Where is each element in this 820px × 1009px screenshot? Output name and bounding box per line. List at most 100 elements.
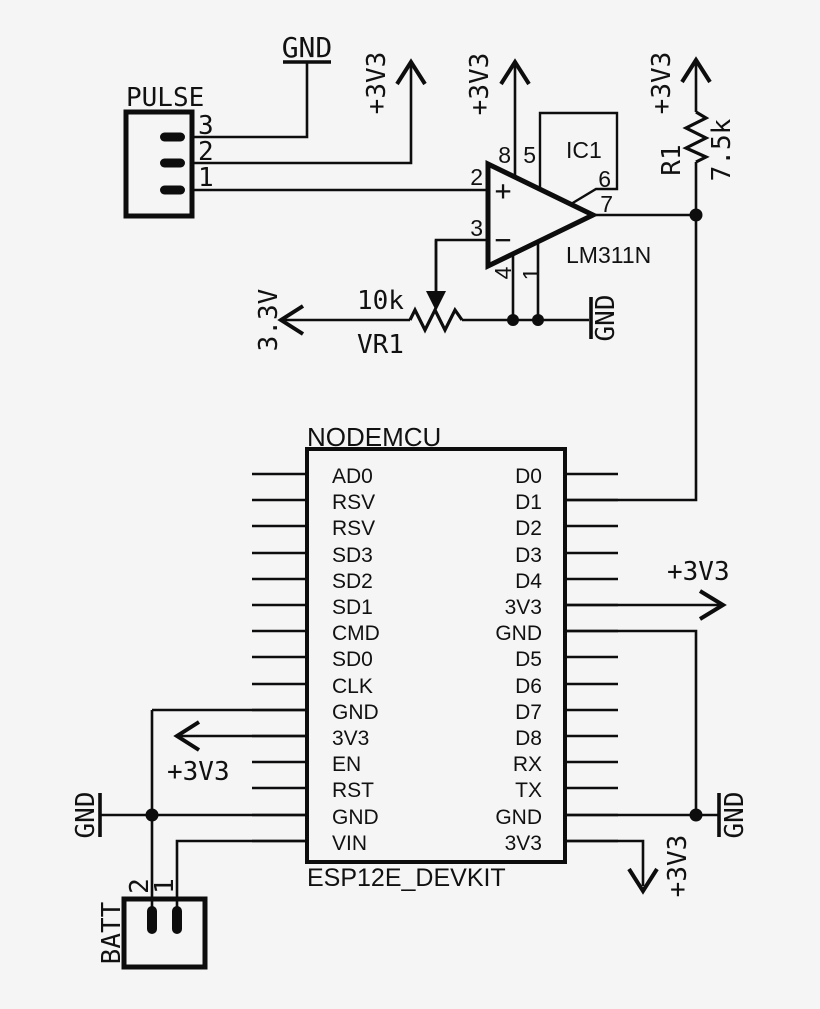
pin-label-d1: D1 — [515, 491, 542, 514]
nodemcu-subtitle: ESP12E_DEVKIT — [307, 864, 506, 892]
v33-label-pot: 3.3V — [254, 289, 284, 352]
batt-connector: BATT 2 1 — [97, 878, 208, 970]
opamp-pin2-number: 2 — [470, 164, 483, 190]
pin-label-cmd: CMD — [332, 622, 380, 645]
p3v3-label-left: +3V3 — [167, 757, 230, 787]
junction-gnd-right — [689, 808, 703, 822]
p3v3-arrow-opamp — [499, 58, 531, 86]
p3v3-label-right: +3V3 — [667, 557, 730, 587]
gnd-mid-label: GND — [591, 295, 621, 342]
p3v3-arrow-pulse — [395, 58, 427, 86]
pin-label-rsv2: RSV — [332, 517, 375, 540]
pin-label-sd2: SD2 — [332, 570, 373, 593]
opamp-minus-sign: − — [495, 223, 512, 256]
wires — [100, 62, 719, 908]
pin-label-d4: D4 — [515, 570, 542, 593]
potentiometer-vr1: 10k VR1 — [357, 240, 464, 360]
p3v3-arrow-r1 — [680, 56, 712, 84]
wire-pulse2-3v3 — [192, 64, 413, 165]
pulse-pad-2 — [160, 158, 185, 168]
opamp-pin6-number: 6 — [598, 166, 611, 192]
batt-pin2-number: 2 — [125, 878, 155, 894]
p3v3-label-pulse: +3V3 — [362, 52, 392, 115]
pulse-pin2-number: 2 — [198, 137, 214, 167]
pin-label-d6: D6 — [515, 675, 542, 698]
gnd-right-label: GND — [720, 792, 750, 839]
pin-label-d2: D2 — [515, 517, 542, 540]
pulse-pad-3 — [160, 132, 185, 142]
r1-zigzag — [682, 110, 710, 164]
pin-label-3v3-right2: 3V3 — [505, 832, 542, 855]
pin-label-d0: D0 — [515, 465, 542, 488]
p3v3-label-down: +3V3 — [663, 835, 693, 898]
pin-label-gnd-left2: GND — [332, 806, 379, 829]
opamp-pin5-number: 5 — [523, 142, 536, 168]
junction-gnd-left — [145, 808, 159, 822]
batt-pad-1 — [172, 906, 182, 934]
r1-ref-label: R1 — [657, 144, 687, 175]
vr1-ref-label: VR1 — [357, 330, 404, 360]
pulse-label: PULSE — [126, 83, 204, 113]
pin-label-sd3: SD3 — [332, 544, 373, 567]
p3v3-arrow-right — [698, 589, 727, 621]
vr1-wiper-arrow — [426, 291, 446, 311]
pin-label-en: EN — [332, 753, 361, 776]
opamp-plus-sign: + — [495, 174, 512, 207]
pin-label-d7: D7 — [515, 701, 542, 724]
nodemcu-left-pin-stubs — [252, 472, 307, 843]
pulse-pin1-number: 1 — [198, 163, 214, 193]
vr1-value-label: 10k — [357, 286, 404, 316]
junction-output — [689, 208, 703, 222]
pin-label-d5: D5 — [515, 648, 542, 671]
pin-label-sd0: SD0 — [332, 648, 373, 671]
pin-label-3v3-left: 3V3 — [332, 727, 369, 750]
v33-arrow-pot — [277, 304, 305, 336]
pulse-pad-1 — [160, 185, 185, 195]
pin-label-rsv1: RSV — [332, 491, 375, 514]
power-symbols: GND +3V3 +3V3 +3V3 3.3V GND +3V3 GND +3V… — [71, 31, 750, 897]
wire-inverting-to-wiper — [434, 238, 488, 294]
gnd-left-label: GND — [71, 792, 101, 839]
pin-label-d3: D3 — [515, 544, 542, 567]
pulse-pin3-number: 3 — [198, 111, 214, 141]
wire-pulse3-gnd — [192, 62, 309, 139]
opamp-pin3-number: 3 — [470, 215, 483, 241]
wire-3v3-bottom — [565, 839, 645, 886]
p3v3-arrow-left — [173, 720, 201, 752]
batt-pad-2 — [147, 906, 157, 934]
opamp-pin8-number: 8 — [498, 142, 511, 168]
batt-body — [121, 896, 208, 970]
pin-label-rx: RX — [513, 753, 542, 776]
pin-label-clk: CLK — [332, 675, 373, 698]
nodemcu-right-pin-stubs — [565, 472, 618, 843]
ic1-ref-label: IC1 — [566, 137, 602, 163]
pin-label-tx: TX — [515, 779, 542, 802]
pulse-connector: PULSE 3 2 1 — [123, 83, 214, 219]
opamp-pin7-number: 7 — [600, 191, 613, 217]
nodemcu-body — [305, 447, 567, 864]
vr1-zigzag — [408, 306, 464, 334]
pin-label-gnd-right2: GND — [495, 806, 542, 829]
gnd-top-label: GND — [282, 31, 333, 64]
junction-pin1 — [532, 314, 544, 326]
pin-label-ad0: AD0 — [332, 465, 373, 488]
pin-label-gnd-right1: GND — [495, 622, 542, 645]
opamp-pin4-number: 4 — [490, 266, 516, 279]
batt-label: BATT — [97, 901, 127, 964]
p3v3-label-r1: +3V3 — [647, 52, 677, 115]
ic1-balance-box — [538, 111, 619, 206]
r1-value-label: 7.5k — [707, 118, 737, 181]
nodemcu-module: NODEMCU ESP12E_DEVKIT AD0 RSV RSV SD3 SD… — [252, 422, 618, 892]
opamp-part-label: LM311N — [566, 242, 651, 268]
pin-label-3v3-right1: 3V3 — [505, 596, 542, 619]
pin-label-rst: RST — [332, 779, 374, 802]
resistor-r1: R1 7.5k — [657, 110, 737, 181]
nodemcu-right-pin-labels: D0 D1 D2 D3 D4 3V3 GND D5 D6 D7 D8 RX TX… — [495, 465, 542, 855]
comparator-ic1: + − 2 3 8 5 6 7 4 1 IC1 LM311N — [470, 111, 651, 280]
pulse-body — [123, 109, 195, 219]
junction-pin4 — [507, 314, 519, 326]
p3v3-arrow-down — [627, 867, 659, 895]
batt-pin1-number: 1 — [150, 878, 180, 894]
